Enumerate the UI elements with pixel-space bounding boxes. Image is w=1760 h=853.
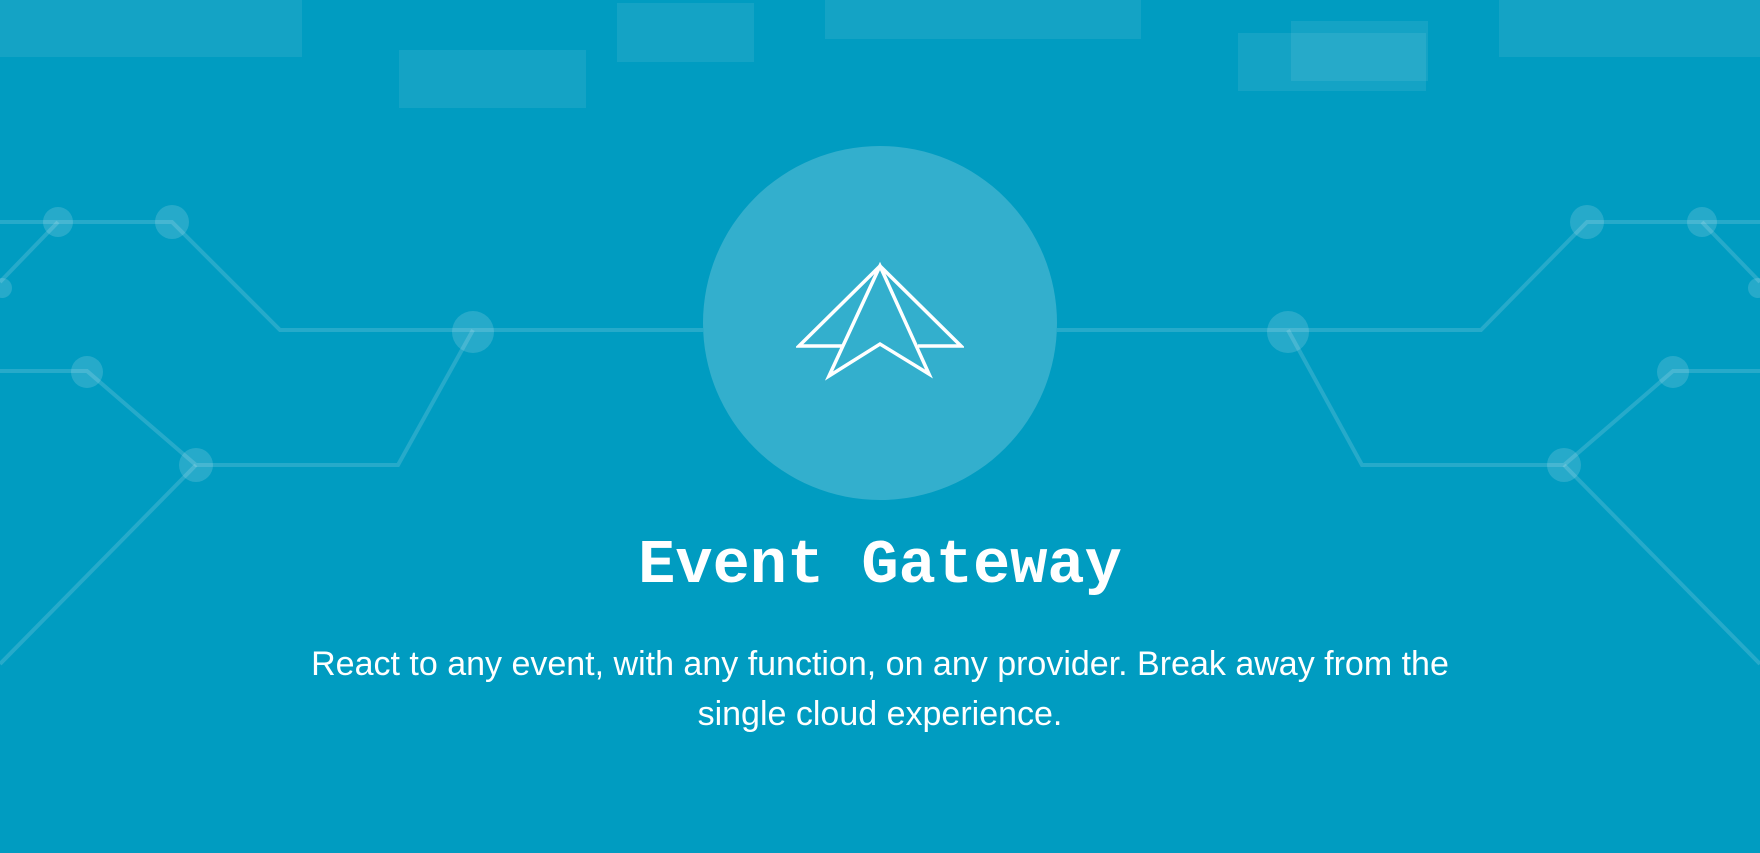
decorative-block bbox=[0, 0, 302, 57]
paper-plane-icon bbox=[796, 261, 964, 381]
hero-title: Event Gateway bbox=[638, 530, 1122, 601]
decorative-block bbox=[1238, 33, 1426, 91]
icon-circle bbox=[703, 146, 1057, 500]
decorative-block bbox=[1291, 21, 1428, 81]
decorative-block bbox=[1499, 0, 1760, 57]
decorative-block bbox=[617, 3, 754, 62]
decorative-block bbox=[825, 0, 1141, 39]
decorative-block bbox=[399, 50, 586, 108]
hero-description: React to any event, with any function, o… bbox=[311, 645, 1449, 733]
